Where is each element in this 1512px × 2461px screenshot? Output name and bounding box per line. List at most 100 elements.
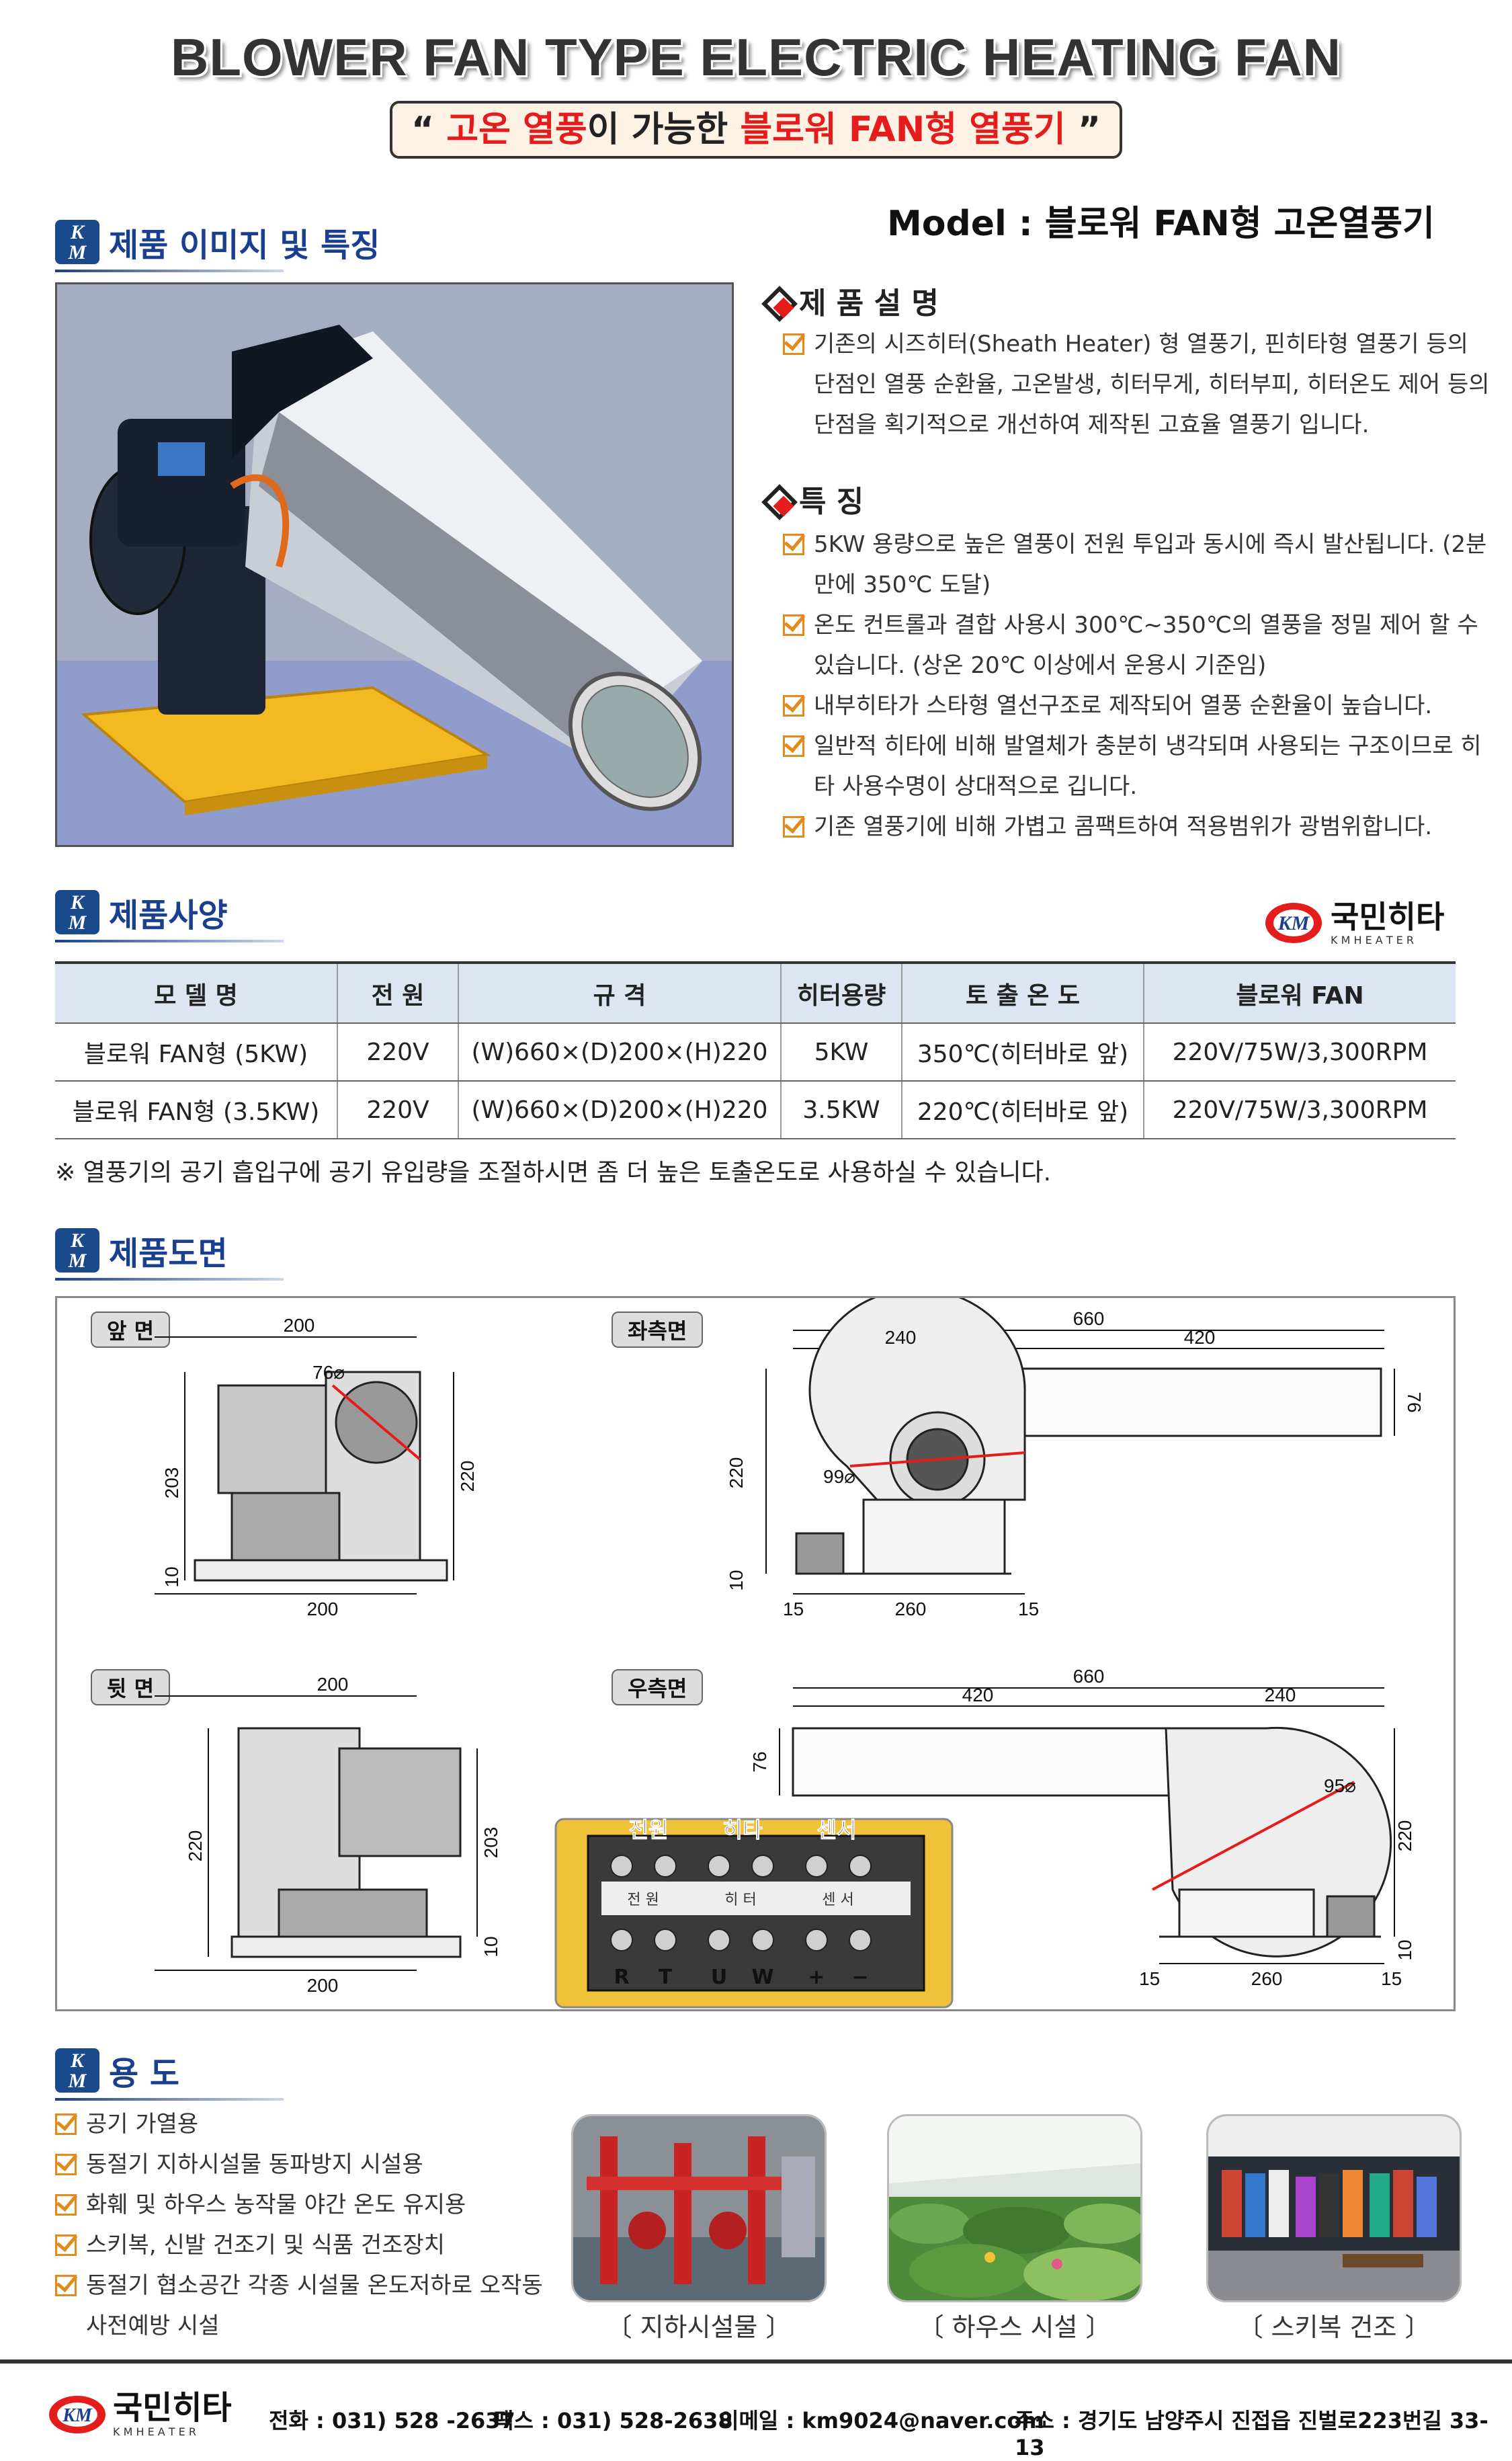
table-row: 블로워 FAN형 (5KW) 220V (W)660×(D)200×(H)220… (55, 1023, 1456, 1082)
desc-title: 제 품 설 명 (799, 286, 939, 321)
feature-text: 내부히타가 스타형 열선구조로 제작되어 열풍 순환율이 높습니다. (814, 692, 1433, 719)
column-header: 전 원 (337, 961, 458, 1024)
km-heater-logo-icon: KM (1265, 903, 1322, 943)
terminal-pin-label: W (751, 1966, 773, 1989)
footer-brand: KM 국민히타 K M H E A T E R (47, 2390, 232, 2438)
usage-item: 공기 가열용 (55, 2104, 552, 2144)
subtitle-highlight-2: 블로워 FAN형 열풍기 (740, 110, 1066, 150)
dim-text: 220 (185, 1830, 206, 1862)
usage-item: 스키복, 신발 건조기 및 식품 건조장치 (55, 2225, 552, 2265)
terminal-label: 전원 (629, 1817, 669, 1843)
checkbox-icon (55, 2154, 77, 2175)
terminal-pin-label: + (808, 1966, 825, 1989)
terminal-plate-label: 전 원 (627, 1892, 659, 1908)
dim-text: 660 (1073, 1308, 1105, 1329)
dim-text: 200 (307, 1975, 339, 1996)
dim-text: 420 (962, 1685, 994, 1705)
checkbox-icon (783, 333, 804, 355)
section-underline (55, 2098, 284, 2101)
table-cell: 220V/75W/3,300RPM (1143, 1023, 1456, 1082)
left-side-view: 660 240 420 76 99⌀ 220 10 15 260 15 (726, 1298, 1425, 1619)
diamond-bullet-icon (763, 485, 790, 512)
front-view: 200 76⌀ 203 220 10 200 (155, 1315, 478, 1619)
label-right-side: 우측면 (612, 1669, 704, 1705)
spec-note: ※ 열풍기의 공기 흡입구에 공기 유입량을 조절하시면 좀 더 높은 토출온도… (55, 1159, 1052, 1186)
skiwear-drying-image (1206, 2114, 1462, 2302)
section-underline (55, 1278, 284, 1281)
usage-text: 동절기 지하시설물 동파방지 시설용 (86, 2151, 423, 2178)
spec-table-wrap: 모 델 명 전 원 규 격 히터용량 토 출 온 도 블로워 FAN 블로워 F… (55, 961, 1456, 1139)
section-title: 제품사양 (109, 897, 228, 934)
dim-text: 10 (480, 1936, 501, 1957)
right-side-view: 660 420 240 76 95⌀ 220 10 15 260 15 (749, 1666, 1415, 1989)
section-title: 제품 이미지 및 특징 (109, 227, 380, 264)
subtitle-highlight-1: 고온 열풍 (446, 110, 587, 150)
dim-text: 76 (1404, 1391, 1425, 1412)
dim-text: 240 (1265, 1685, 1296, 1705)
label-left-side: 좌측면 (612, 1312, 704, 1348)
terminal-label: 히타 (723, 1817, 763, 1843)
table-cell: 5KW (780, 1023, 902, 1082)
table-cell: 350℃(히터바로 앞) (901, 1023, 1144, 1082)
desc-heading: 제 품 설 명 (763, 279, 939, 322)
table-cell: (W)660×(D)200×(H)220 (458, 1081, 781, 1139)
usage-list: 공기 가열용 동절기 지하시설물 동파방지 시설용 화훼 및 하우스 농작물 야… (55, 2104, 552, 2346)
usage-text: 동절기 협소공간 각종 시설물 온도저하로 오작동 사전예방 시설 (86, 2272, 543, 2339)
dim-text: 220 (726, 1457, 747, 1489)
checkbox-icon (55, 2275, 77, 2296)
dim-text: 95⌀ (1324, 1775, 1356, 1796)
model-name: Model : 블로워 FAN형 고온열풍기 (887, 204, 1435, 244)
table-header-row: 모 델 명 전 원 규 격 히터용량 토 출 온 도 블로워 FAN (55, 961, 1456, 1024)
checkbox-icon (55, 2234, 77, 2256)
terminal-pin-label: R (614, 1966, 629, 1989)
quote-open: “ (411, 110, 435, 150)
footer-brand-subname: K M H E A T E R (113, 2425, 196, 2438)
dim-text: 10 (726, 1570, 747, 1590)
footer-email[interactable]: 이메일 : km9024@naver.com (719, 2408, 1044, 2433)
feature-text: 기존 열풍기에 비해 가볍고 콤팩트하여 적용범위가 광범위합니다. (814, 813, 1433, 840)
subtitle-middle: 이 가능한 (587, 110, 728, 150)
product-photo (55, 282, 734, 847)
diamond-bullet-icon (763, 287, 790, 314)
dim-text: 260 (1251, 1968, 1283, 1989)
desc-item: 기존의 시즈히터(Sheath Heater) 형 열풍기, 핀히타형 열풍기 … (783, 324, 1495, 445)
dim-text: 660 (1073, 1666, 1105, 1687)
terminal-pin-label: T (659, 1966, 673, 1989)
terminal-label: 센서 (817, 1817, 857, 1843)
dim-text: 15 (783, 1599, 804, 1619)
back-view: 200 220 203 10 200 (155, 1674, 501, 1996)
dim-text: 99⌀ (823, 1466, 855, 1487)
dim-text: 10 (1394, 1939, 1415, 1960)
feature-item: 기존 열풍기에 비해 가볍고 콤팩트하여 적용범위가 광범위합니다. (783, 807, 1495, 847)
usage-text: 화훼 및 하우스 농작물 야간 온도 유지용 (86, 2191, 466, 2218)
feature-item: 내부히타가 스타형 열선구조로 제작되어 열풍 순환율이 높습니다. (783, 686, 1495, 726)
checkbox-icon (55, 2113, 77, 2135)
footer-brand-name: 국민히타 (113, 2389, 232, 2427)
column-header: 블로워 FAN (1143, 961, 1456, 1024)
column-header: 토 출 온 도 (901, 961, 1144, 1024)
terminal-plate-label: 히 터 (724, 1892, 756, 1908)
checkbox-icon (55, 2194, 77, 2216)
dim-text: 220 (457, 1461, 478, 1492)
usage-item: 동절기 협소공간 각종 시설물 온도저하로 오작동 사전예방 시설 (55, 2265, 552, 2346)
column-header: 모 델 명 (55, 961, 337, 1024)
table-cell: 블로워 FAN형 (5KW) (55, 1023, 337, 1082)
dim-text: 76 (749, 1751, 770, 1772)
checkbox-icon (783, 695, 804, 717)
dim-text: 200 (284, 1315, 315, 1336)
table-cell: (W)660×(D)200×(H)220 (458, 1023, 781, 1082)
svg-text:KM: KM (62, 2405, 93, 2426)
label-back: 뒷 면 (91, 1669, 171, 1705)
svg-text:KM: KM (1277, 912, 1310, 934)
terminal-plate-label: 센 서 (822, 1892, 853, 1908)
dim-text: 200 (307, 1599, 339, 1619)
greenhouse-image (887, 2114, 1142, 2302)
usage-photo-underground: 〔 지하시설물 〕 (571, 2114, 827, 2343)
usage-caption: 〔 스키복 건조 〕 (1237, 2312, 1431, 2342)
usage-item: 동절기 지하시설물 동파방지 시설용 (55, 2144, 552, 2185)
features-list: 5KW 용량으로 높은 열풍이 전원 투입과 동시에 즉시 발산됩니다. (2분… (783, 524, 1495, 847)
